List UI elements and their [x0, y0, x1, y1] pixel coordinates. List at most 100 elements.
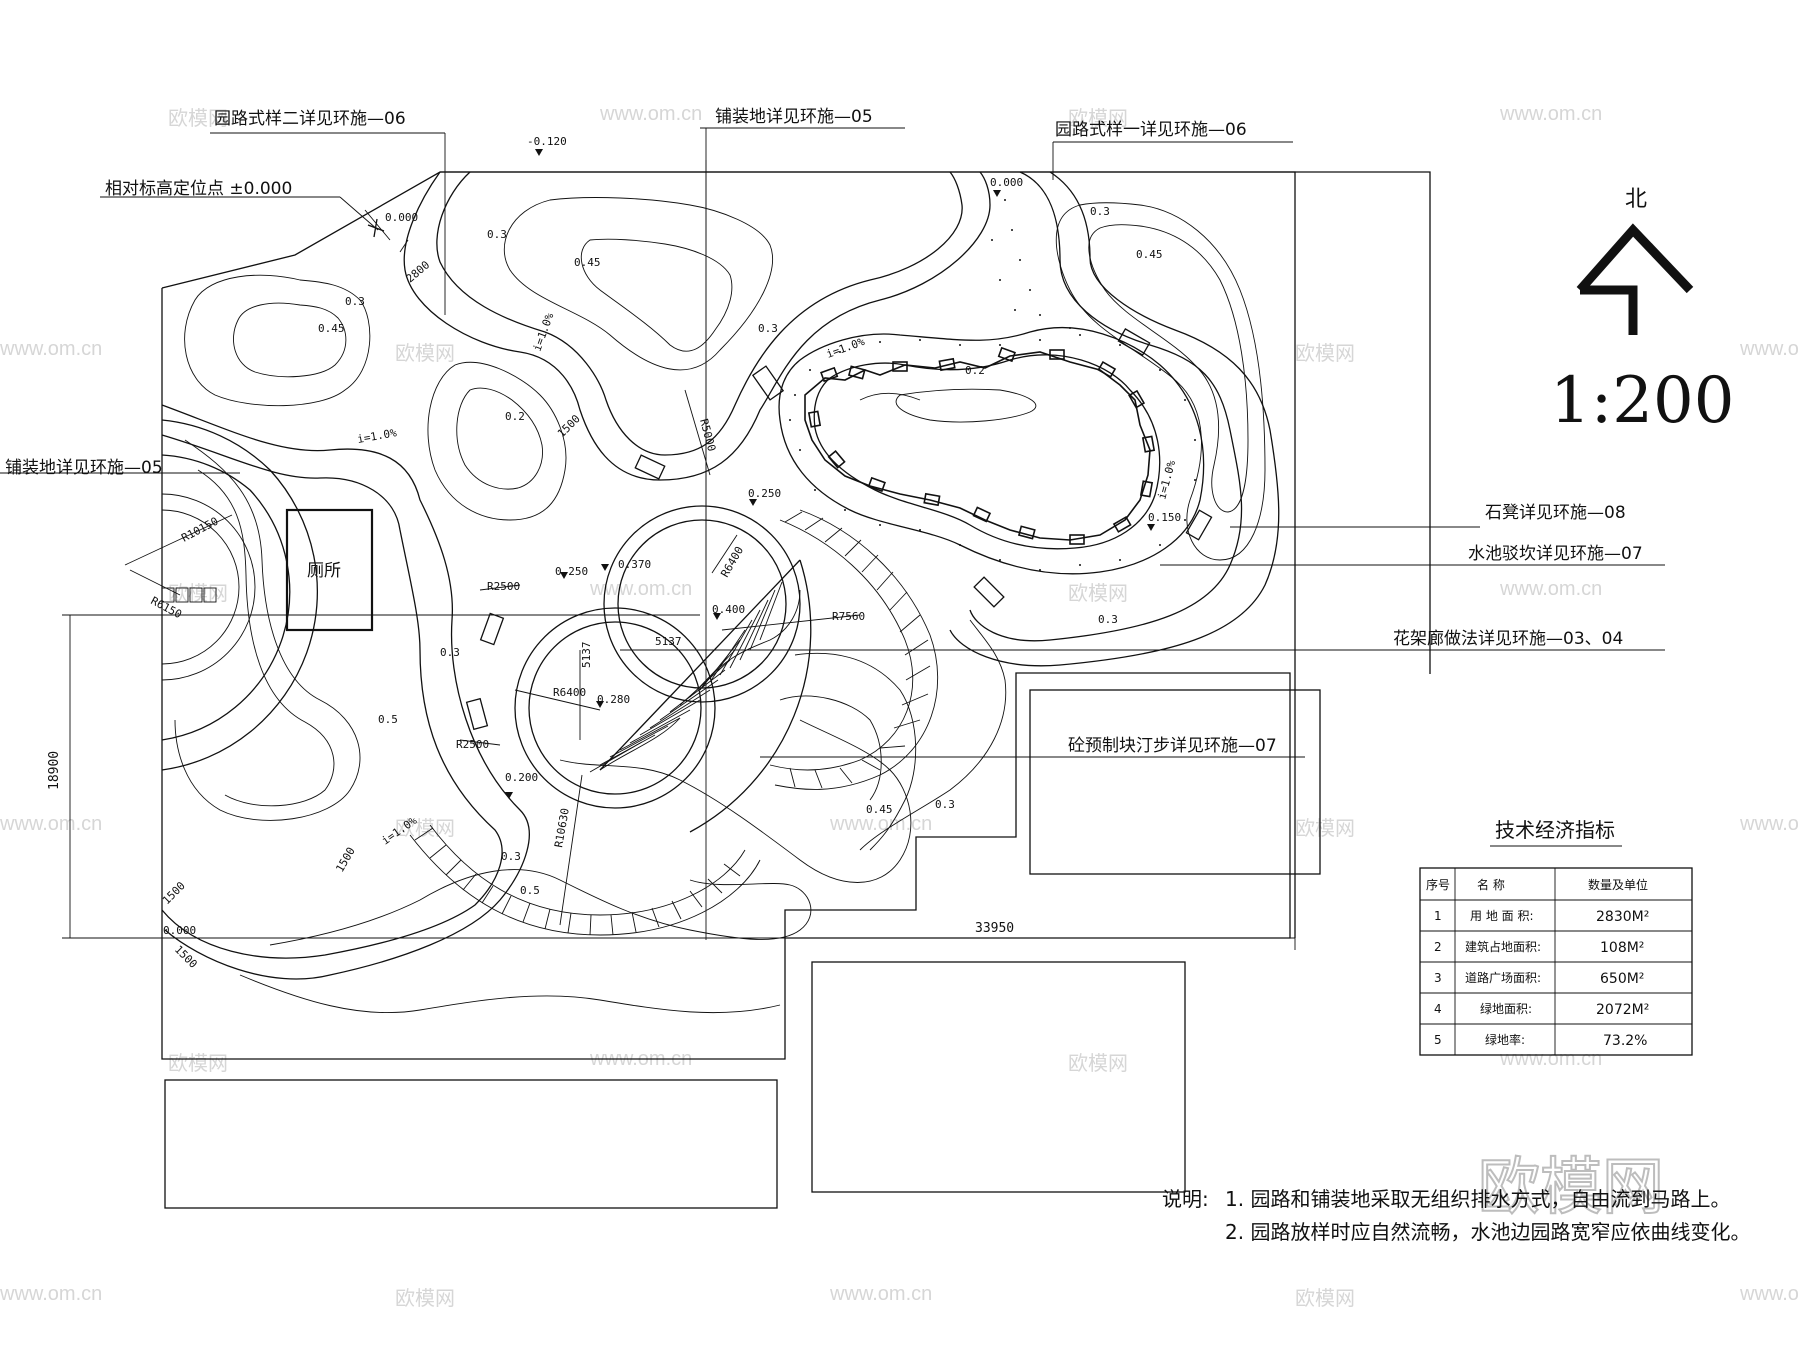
- datum-marker: [367, 218, 409, 253]
- svg-text:www.om.cn: www.om.cn: [1739, 1283, 1800, 1305]
- callout-paving-top: 铺装地详见环施—05: [715, 107, 873, 127]
- svg-text:www.om.cn: www.om.cn: [1739, 813, 1800, 835]
- svg-text:www.om.cn: www.om.cn: [1499, 578, 1602, 600]
- site-boundary: [161, 171, 1431, 1209]
- toilet-label: 厕所: [307, 561, 341, 581]
- slope-label: i=1.0%: [531, 311, 557, 353]
- elev-label: -0.120: [527, 135, 567, 148]
- contour-label: 0.3: [440, 646, 460, 659]
- contour-label: 0.2: [505, 410, 525, 423]
- table-header: 数量及单位: [1588, 877, 1648, 892]
- left-plaza: 厕所: [161, 419, 374, 771]
- leader-lines: [0, 127, 1665, 758]
- contour-label: 0.2: [965, 364, 985, 377]
- radius-label: R6400: [718, 544, 746, 579]
- svg-text:www.om.cn: www.om.cn: [1499, 1048, 1602, 1070]
- elev-label: 0.280: [597, 693, 630, 706]
- radius-label: R10630: [552, 807, 572, 848]
- contour-label: 0.3: [345, 295, 365, 308]
- callout-path-style-1: 园路式样一详见环施—06: [1055, 120, 1247, 140]
- notes-label: 说明:: [1162, 1187, 1209, 1211]
- contour-label: 0.45: [318, 322, 345, 335]
- contour-label: 0.45: [574, 256, 601, 269]
- elev-label: 0.000: [163, 924, 196, 937]
- radius-label: 2800: [404, 258, 433, 285]
- elev-label: 0.370: [618, 558, 651, 571]
- elev-label: 0.200: [505, 771, 538, 784]
- table-cell: 绿地面积:: [1480, 1001, 1532, 1016]
- svg-text:www.om.cn: www.om.cn: [1739, 338, 1800, 360]
- radius-label: 1500: [172, 943, 200, 971]
- svg-text:www.om.cn: www.om.cn: [589, 578, 692, 600]
- svg-text:www.om.cn: www.om.cn: [829, 1283, 932, 1305]
- svg-text:欧模网: 欧模网: [395, 817, 455, 840]
- radius-lines: [124, 389, 861, 926]
- svg-text:欧模网: 欧模网: [1295, 817, 1355, 840]
- contour-label: 0.3: [501, 850, 521, 863]
- table-cell: 73.2%: [1603, 1033, 1647, 1049]
- contour-label: 0.3: [1090, 205, 1110, 218]
- radius-label: 1500: [555, 412, 583, 440]
- north-label: 北: [1625, 187, 1647, 212]
- svg-text:www.om.cn: www.om.cn: [599, 103, 702, 125]
- radius-label: R7560: [832, 610, 865, 623]
- toilet-building: [285, 508, 374, 632]
- elev-label: 0.000: [990, 176, 1023, 189]
- pond: [465, 199, 1213, 731]
- elev-label: 0.150: [1148, 511, 1181, 524]
- contour-label: 0.3: [758, 322, 778, 335]
- tech-table: 技术经济指标 序号 名 称 数量及单位 1 用 地 面 积: 2830M² 2 …: [1419, 818, 1693, 1056]
- table-cell: 绿地率:: [1485, 1032, 1525, 1047]
- svg-text:欧模网: 欧模网: [1068, 107, 1128, 130]
- contour-labels: 0.3 0.45 0.3 0.45 0.3 0.45 0.2 0.3 0.2 0…: [318, 205, 1163, 897]
- note-item: 1. 园路和铺装地采取无组织排水方式，自由流到马路上。: [1225, 1187, 1730, 1211]
- radius-label: R6400: [553, 686, 586, 699]
- table-cell: 5: [1434, 1033, 1442, 1047]
- table-cell: 4: [1434, 1002, 1442, 1016]
- table-cell: 3: [1434, 971, 1442, 985]
- garden-paths: [161, 171, 1280, 1014]
- contour-label: 0.3: [487, 228, 507, 241]
- slope-labels: i=1.0% i=1.0% i=1.0% i=1.0% i=1.0%: [356, 311, 1178, 848]
- contour-label: 0.45: [866, 803, 893, 816]
- callout-datum-point: 相对标高定位点 ±0.000: [105, 179, 292, 199]
- table-cell: 用 地 面 积:: [1470, 909, 1534, 923]
- dim-d2: 5137: [580, 642, 593, 669]
- radius-label: R2500: [456, 738, 489, 751]
- elev-label: 0.400: [712, 603, 745, 616]
- radius-label: R10150: [179, 515, 220, 545]
- stepping-stones: [409, 509, 939, 936]
- table-cell: 2072M²: [1596, 1002, 1649, 1018]
- circle-plazas: [514, 505, 812, 833]
- svg-text:www.om.cn: www.om.cn: [0, 1283, 102, 1305]
- radius-label: 1500: [160, 879, 188, 907]
- callout-stepping-stones: 砼预制块汀步详见环施—07: [1068, 736, 1277, 756]
- table-cell: 建筑占地面积:: [1465, 939, 1541, 954]
- svg-text:欧模网: 欧模网: [168, 107, 228, 130]
- table-cell: 1: [1434, 909, 1442, 923]
- table-cell: 道路广场面积:: [1465, 970, 1541, 985]
- radius-label: R2500: [487, 580, 520, 593]
- scale-label: 1:200: [1550, 364, 1734, 438]
- svg-text:欧模网: 欧模网: [395, 342, 455, 365]
- contour-label: 0.45: [1136, 248, 1163, 261]
- elev-label: 0.000: [385, 211, 418, 224]
- svg-text:欧模网: 欧模网: [395, 1287, 455, 1310]
- callout-pergola: 花架廊做法详见环施—03、04: [1393, 629, 1623, 649]
- callout-stone-bench: 石凳详见环施—08: [1485, 503, 1626, 523]
- table-header: 名 称: [1477, 877, 1505, 892]
- slope-label: i=1.0%: [356, 426, 398, 446]
- svg-text:欧模网: 欧模网: [1295, 1287, 1355, 1310]
- dim-d1: 5137: [655, 635, 682, 648]
- svg-text:www.om.cn: www.om.cn: [1499, 103, 1602, 125]
- table-cell: 108M²: [1600, 940, 1644, 956]
- paving-speckle: [789, 199, 1196, 571]
- callout-paving-left: 铺装地详见环施—05: [5, 458, 163, 478]
- svg-text:www.om.cn: www.om.cn: [0, 338, 102, 360]
- dimensions: 18900 33950 5137 5137: [47, 160, 1296, 950]
- svg-text:欧模网: 欧模网: [1068, 582, 1128, 605]
- callout-labels: 园路式样二详见环施—06 铺装地详见环施—05 园路式样一详见环施—06 相对标…: [5, 107, 1643, 756]
- dim-height: 18900: [47, 751, 62, 790]
- elevation-marks: -0.120 0.000 0.000 0.250 0.250 0.370 0.4…: [163, 135, 1181, 937]
- svg-text:欧模网: 欧模网: [1068, 1052, 1128, 1075]
